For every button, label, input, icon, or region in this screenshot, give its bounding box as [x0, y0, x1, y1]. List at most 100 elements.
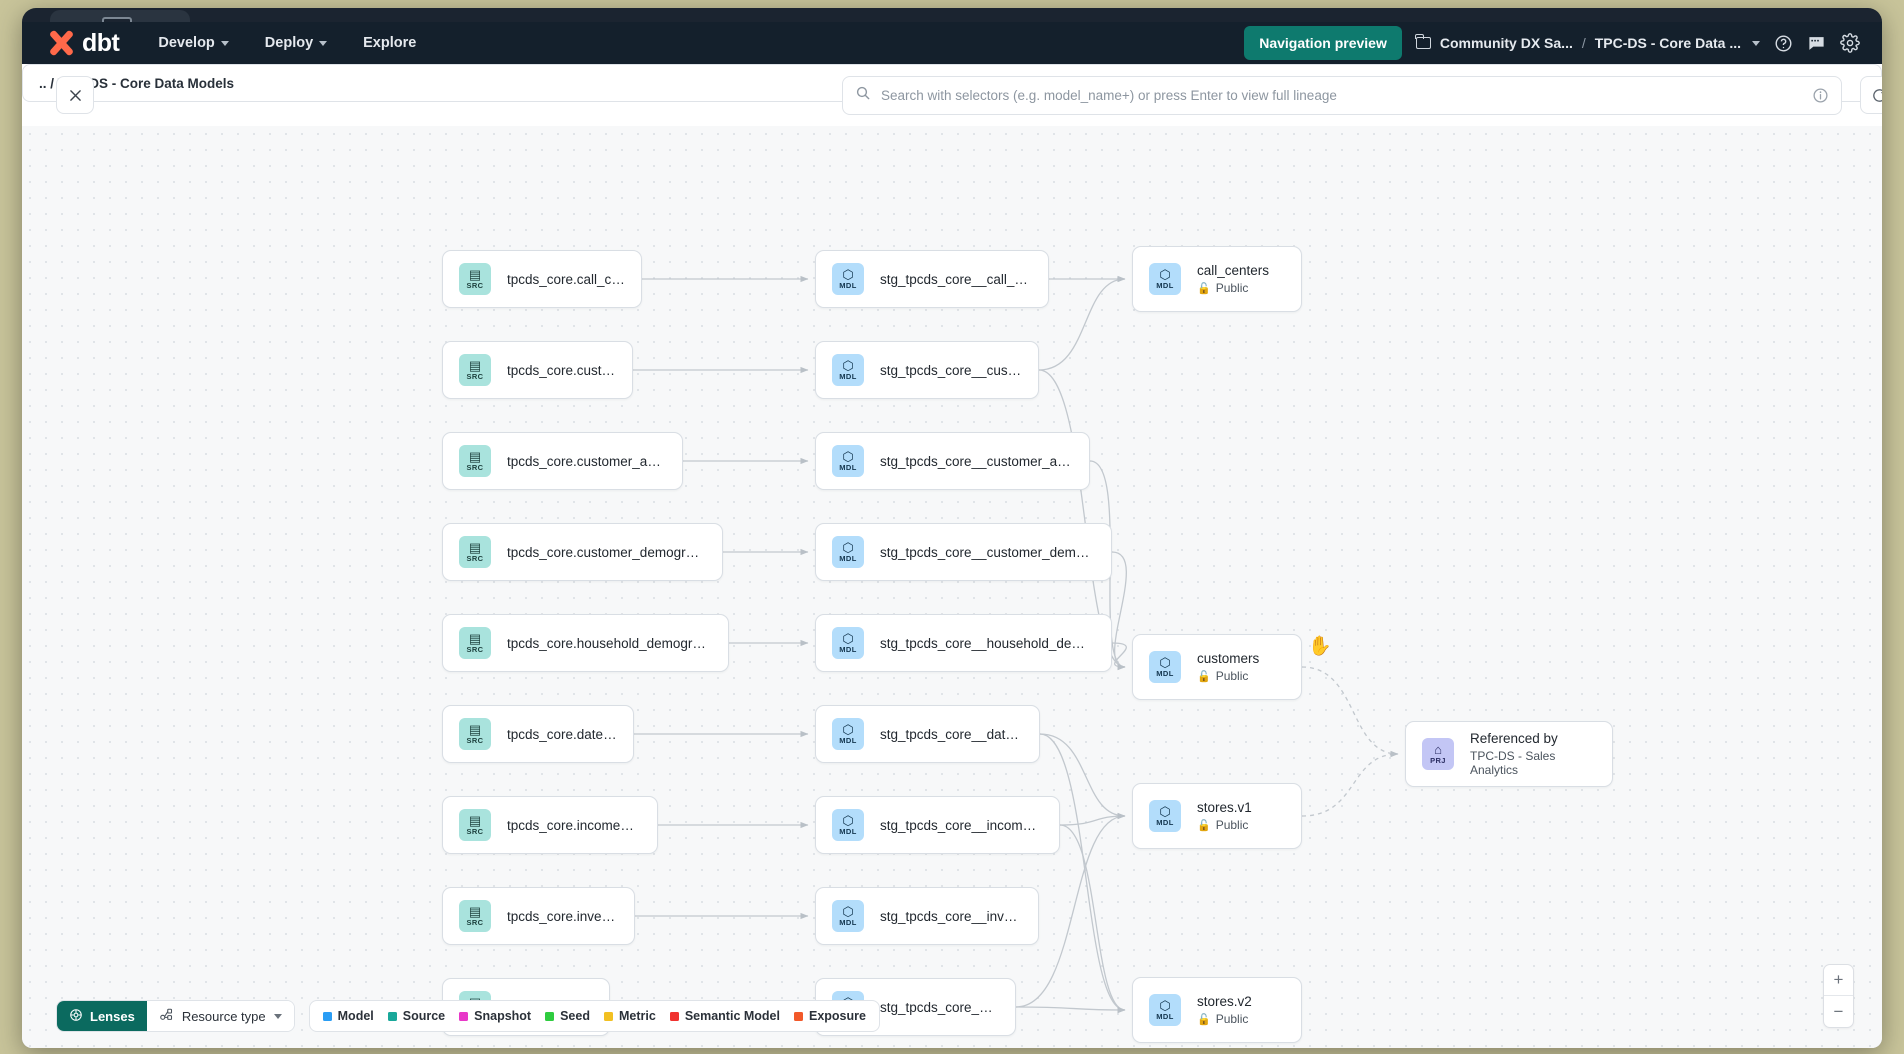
- lineage-edge: [1059, 812, 1126, 826]
- lineage-search-box[interactable]: [842, 76, 1842, 115]
- node-label: stg_tpcds_core__inventory: [880, 908, 1022, 924]
- node-label: stores.v1: [1197, 800, 1252, 815]
- nav-item-explore[interactable]: Explore: [360, 30, 419, 56]
- lineage-graph-canvas[interactable]: ▤SRCtpcds_core.call_center▤SRCtpcds_core…: [22, 126, 1882, 1048]
- zoom-in-button[interactable]: +: [1824, 965, 1853, 996]
- node-text: stg_tpcds_core__customer: [880, 363, 1022, 378]
- graph-node-src-customer-address[interactable]: ▤SRC tpcds_core.customer_address: [442, 432, 683, 490]
- lineage-toolbar: .. / TPC-DS - Core Data Models: [22, 64, 1882, 126]
- legend-item-snapshot[interactable]: Snapshot: [459, 1009, 531, 1023]
- lineage-edge: [1015, 1006, 1126, 1014]
- legend-label: Model: [337, 1009, 374, 1023]
- lenses-button[interactable]: Lenses: [57, 1001, 147, 1031]
- node-text: tpcds_core.household_demographics: [507, 636, 712, 651]
- breadcrumb-project[interactable]: TPC-DS - Core Data ...: [1594, 35, 1741, 51]
- lenses-label: Lenses: [90, 1008, 135, 1024]
- node-text: tpcds_core.inventory: [507, 909, 618, 924]
- nav-item-deploy[interactable]: Deploy: [262, 30, 330, 56]
- nav-item-explore-label: Explore: [363, 35, 417, 51]
- node-text: stg_tpcds_core__date_dim: [880, 727, 1023, 742]
- gear-icon[interactable]: [1840, 33, 1860, 53]
- node-label: stg_tpcds_core__customer_address: [880, 453, 1073, 469]
- graph-node-stg-date-dim[interactable]: ⬡MDL stg_tpcds_core__date_dim: [815, 705, 1040, 763]
- legend-item-source[interactable]: Source: [387, 1009, 445, 1023]
- node-text: tpcds_core.customer_address: [507, 454, 666, 469]
- lineage-edge: [1038, 275, 1126, 371]
- legend-item-semantic-model[interactable]: Semantic Model: [669, 1009, 780, 1023]
- node-label: stg_tpcds_core__customer: [880, 362, 1022, 378]
- info-circle-icon[interactable]: [1812, 87, 1829, 104]
- legend-item-exposure[interactable]: Exposure: [793, 1009, 866, 1023]
- zoom-out-button[interactable]: −: [1833, 1001, 1844, 1021]
- legend-item-seed[interactable]: Seed: [545, 1009, 590, 1023]
- src-badge-icon: ▤SRC: [459, 445, 491, 477]
- legend-item-metric[interactable]: Metric: [603, 1009, 656, 1023]
- node-text: stores.v2🔓Public: [1197, 994, 1252, 1026]
- close-button[interactable]: [56, 76, 94, 114]
- resource-type-dropdown[interactable]: Resource type: [146, 1001, 294, 1031]
- node-text: stg_tpcds_core__income_band: [880, 818, 1043, 833]
- node-label: tpcds_core.income_band: [507, 817, 641, 833]
- node-text: call_centers🔓Public: [1197, 263, 1269, 295]
- node-sublabel: 🔓Public: [1197, 818, 1252, 832]
- node-label: stores.v2: [1197, 994, 1252, 1009]
- mdl-badge-icon: ⬡MDL: [1149, 651, 1181, 683]
- breadcrumb-account[interactable]: Community DX Sa...: [1439, 35, 1573, 51]
- legend-label: Metric: [618, 1009, 656, 1023]
- mdl-badge-icon: ⬡MDL: [832, 627, 864, 659]
- node-label: tpcds_core.household_demographics: [507, 635, 712, 651]
- node-label: Referenced by: [1470, 731, 1558, 746]
- src-badge-icon: ▤SRC: [459, 536, 491, 568]
- node-sublabel-text: Public: [1215, 281, 1249, 295]
- chevron-down-icon: [273, 1013, 282, 1019]
- legend-swatch-icon: [669, 1011, 679, 1021]
- graph-node-mart-stores-v1[interactable]: ⬡MDL stores.v1 🔓Public: [1132, 783, 1302, 849]
- node-label: tpcds_core.inventory: [507, 908, 618, 924]
- node-text: stg_tpcds_core__inventory: [880, 909, 1022, 924]
- node-label: tpcds_core.customer_address: [507, 453, 666, 469]
- prj-badge-icon: ⌂PRJ: [1422, 738, 1454, 770]
- lenses-group: Lenses Resource type: [56, 1000, 295, 1032]
- node-text: stg_tpcds_core__customer_address: [880, 454, 1073, 469]
- nav-item-develop[interactable]: Develop: [155, 30, 231, 56]
- lineage-edge: [1015, 812, 1126, 1008]
- question-circle-icon[interactable]: [1774, 34, 1793, 53]
- mdl-badge-icon: ⬡MDL: [832, 718, 864, 750]
- dbt-logo[interactable]: dbt: [46, 29, 120, 58]
- refresh-button[interactable]: [1860, 76, 1882, 114]
- dbt-x-logo-icon: [46, 29, 76, 57]
- feedback-chat-icon[interactable]: [1807, 34, 1826, 53]
- node-label: stg_tpcds_core__date_dim: [880, 726, 1023, 742]
- legend-item-model[interactable]: Model: [322, 1009, 374, 1023]
- lineage-edge: [1059, 824, 1126, 1014]
- node-text: tpcds_core.income_band: [507, 818, 641, 833]
- navigation-preview-button[interactable]: Navigation preview: [1244, 26, 1402, 60]
- graph-node-src-customer-demographics[interactable]: ▤SRC tpcds_core.customer_demographics: [442, 523, 723, 581]
- primary-nav: Develop Deploy Explore: [155, 30, 419, 56]
- mdl-badge-icon: ⬡MDL: [1149, 800, 1181, 832]
- node-label: tpcds_core.customer_demographics: [507, 544, 706, 560]
- search-input[interactable]: [881, 88, 1802, 103]
- breadcrumb-separator: /: [1581, 35, 1586, 51]
- nav-item-develop-label: Develop: [158, 35, 215, 51]
- chevron-down-icon[interactable]: [1752, 40, 1760, 46]
- node-sublabel-text: Public: [1215, 669, 1249, 683]
